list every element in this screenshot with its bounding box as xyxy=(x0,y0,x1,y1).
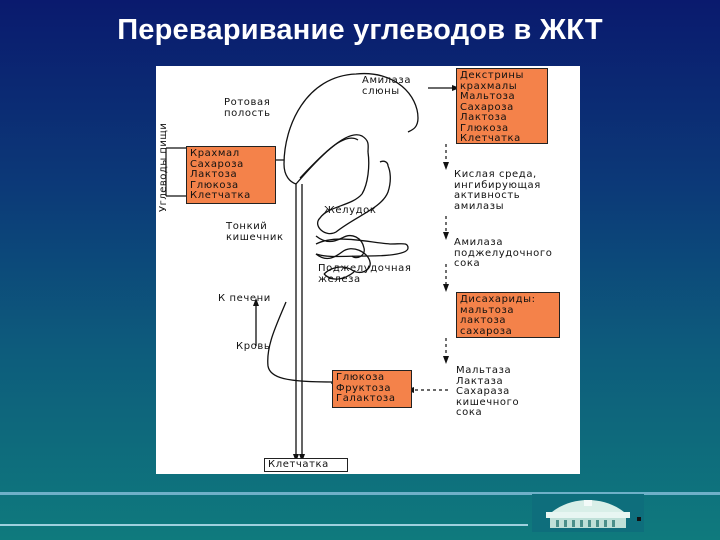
pancreas-label: Поджелудочная железа xyxy=(318,263,412,285)
box-line: Фруктоза xyxy=(336,382,392,394)
box-line: Глюкоза xyxy=(460,122,509,134)
stomach-label: Желудок xyxy=(324,205,377,216)
box-line: Дисахариды: xyxy=(460,294,536,305)
fiber-output-box: Клетчатка xyxy=(264,458,348,472)
oral-products-box: Декстрины крахмалы Мальтоза Сахароза Лак… xyxy=(456,68,548,144)
footer-dot xyxy=(637,517,641,521)
disaccharides-box: Дисахариды: мальтоза лактоза сахароза xyxy=(456,292,560,338)
to-liver-label: К печени xyxy=(218,293,271,304)
salivary-amylase-label: Амилаза слюны xyxy=(362,75,412,97)
oral-cavity-label: Ротовая полость xyxy=(224,97,271,119)
blood-label: Кровь xyxy=(236,341,271,352)
intestinal-enzymes-label: Мальтаза Лактаза Сахараза кишечного сока xyxy=(456,365,520,418)
building-logo-icon xyxy=(532,494,644,532)
pancreatic-amylase-label: Амилаза поджелудочного сока xyxy=(454,237,553,269)
box-line: лактоза xyxy=(460,315,507,326)
acid-environment-label: Кислая среда, ингибирующая активность ам… xyxy=(454,169,541,212)
box-line: Галактоза xyxy=(336,393,396,404)
box-line: Лактоза xyxy=(460,112,508,123)
box-line: Крахмал xyxy=(190,148,240,159)
box-line: Глюкоза xyxy=(190,179,239,191)
footer-divider xyxy=(0,492,720,495)
box-line: крахмалы xyxy=(460,80,518,92)
box-line: Клетчатка xyxy=(460,133,521,144)
box-line: Лактоза xyxy=(190,169,238,180)
slide-title: Переваривание углеводов в ЖКТ xyxy=(117,14,603,46)
dietary-carbohydrates-label: Углеводы пищи xyxy=(158,122,169,212)
digestion-diagram: Углеводы пищи Крахмал Сахароза Лактоза Г… xyxy=(156,66,580,474)
fiber-output-label: Клетчатка xyxy=(268,459,329,470)
monosaccharides-box: Глюкоза Фруктоза Галактоза xyxy=(332,370,412,408)
box-line: Сахароза xyxy=(460,101,514,113)
box-line: Глюкоза xyxy=(336,372,385,383)
diagram-lines xyxy=(165,73,460,462)
box-line: мальтоза xyxy=(460,304,515,316)
box-line: Клетчатка xyxy=(190,190,251,201)
food-carbohydrates-box: Крахмал Сахароза Лактоза Глюкоза Клетчат… xyxy=(186,146,276,204)
box-line: Декстрины xyxy=(460,70,525,81)
box-line: Сахароза xyxy=(190,158,244,170)
small-intestine-label: Тонкий кишечник xyxy=(226,221,284,243)
box-line: Мальтоза xyxy=(460,91,516,102)
footer-divider-thin xyxy=(0,524,528,526)
box-line: сахароза xyxy=(460,325,513,337)
